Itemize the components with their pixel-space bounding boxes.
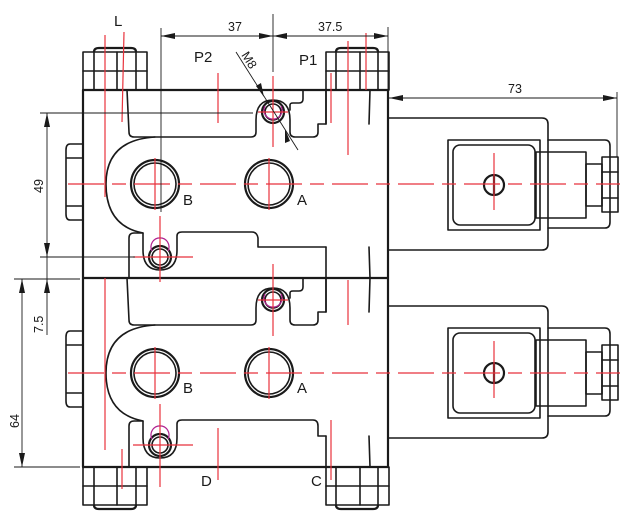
dim-label-m8: M8 bbox=[238, 49, 259, 71]
side-plug-lower bbox=[65, 330, 84, 408]
fitting-bottom-left bbox=[82, 466, 148, 511]
dim-label-49: 49 bbox=[32, 179, 46, 193]
dimension-lines bbox=[14, 14, 618, 468]
port-label-d: D bbox=[201, 473, 212, 490]
dim-label-37-5: 37.5 bbox=[318, 20, 342, 34]
solenoid-lower bbox=[387, 305, 619, 439]
port-label-a-lower: A bbox=[297, 380, 307, 397]
port-label-b-lower: B bbox=[183, 380, 193, 397]
port-label-p2: P2 bbox=[194, 49, 212, 66]
fitting-top-right bbox=[325, 46, 390, 91]
centerlines bbox=[68, 31, 620, 489]
dim-label-73: 73 bbox=[508, 82, 522, 96]
labels: L P2 P1 B A B A D C 37 37.5 73 49 7.5 64… bbox=[8, 13, 522, 490]
dim-label-7-5: 7.5 bbox=[32, 316, 46, 333]
dim-label-64: 64 bbox=[8, 414, 22, 428]
port-label-p1: P1 bbox=[299, 52, 317, 69]
fitting-bottom-right bbox=[325, 466, 390, 511]
port-label-c: C bbox=[311, 473, 322, 490]
valve-body bbox=[65, 88, 390, 469]
dim-label-37: 37 bbox=[228, 20, 242, 34]
side-plug-upper bbox=[65, 143, 84, 221]
port-label-a-upper: A bbox=[297, 192, 307, 209]
fitting-top-left bbox=[82, 46, 148, 91]
port-label-b-upper: B bbox=[183, 192, 193, 209]
port-label-l: L bbox=[114, 13, 122, 30]
